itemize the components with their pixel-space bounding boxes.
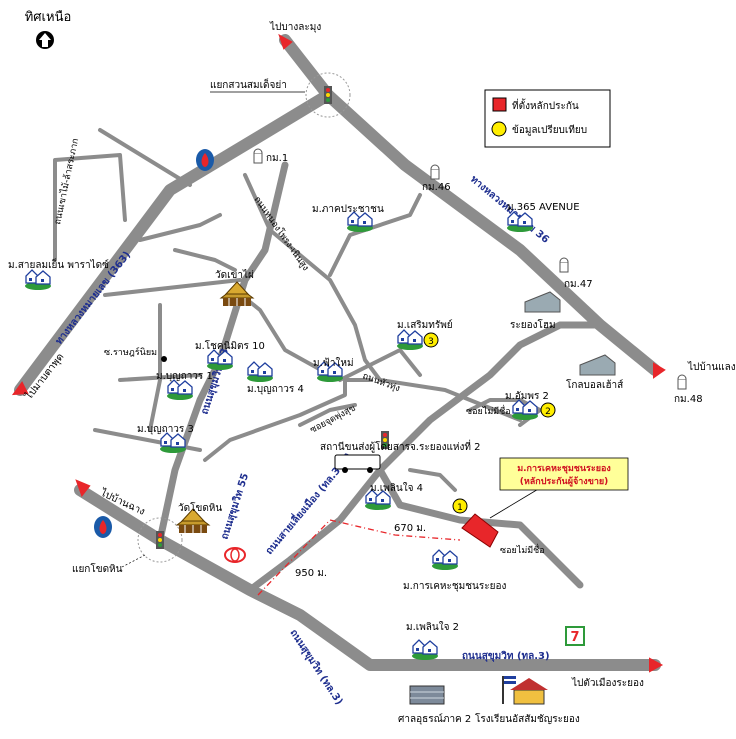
legend-comparable: ข้อมูลเปรียบเทียบ <box>512 124 587 136</box>
road-sukhumvit55: ถนนสุขุมวิท 55 <box>218 472 251 541</box>
km47-label: กม.47 <box>564 279 593 290</box>
highway-363 <box>14 89 334 396</box>
svg-text:7: 7 <box>570 630 579 645</box>
warehouse-icon <box>524 291 561 313</box>
property-swatch-icon <box>492 97 507 112</box>
junction-circle-north <box>305 72 351 118</box>
legend-property: ที่ตั้งหลักประกัน <box>512 98 579 112</box>
arrow-rayong-city <box>649 657 664 673</box>
road-sukhumvit-b: ถนนสุขุมวิท (ทล.3) <box>462 650 550 662</box>
dest-rayong-city: ไปตัวเมืองระยอง <box>571 677 644 689</box>
house-icon <box>346 211 374 233</box>
place-phloen-jai4: ม.เพลินใจ 4 <box>370 482 423 494</box>
km46-label: กม.46 <box>422 182 451 193</box>
traffic-light-icon <box>156 531 164 549</box>
house-icon <box>159 432 187 454</box>
callout-line2: (หลักประกันผู้จ้างขาย) <box>520 476 609 487</box>
distance-line-670 <box>329 519 461 541</box>
house-icon <box>24 269 52 291</box>
bus-icon <box>334 454 381 473</box>
km48-label: กม.48 <box>674 394 703 405</box>
arrow-ban-laeng <box>653 362 666 379</box>
km47-post-icon <box>559 257 569 273</box>
house-icon <box>396 329 424 351</box>
temple-icon <box>220 281 254 307</box>
svg-text:1: 1 <box>457 503 463 513</box>
place-court: ศาลอุธรณ์ภาค 2 <box>398 713 471 725</box>
km46-post-icon <box>430 164 440 180</box>
ptt-station-icon <box>94 516 112 538</box>
place-school: โรงเรียนอัสสัมชัญระยอง <box>475 712 580 725</box>
marker-2: 2 <box>540 402 556 418</box>
road-huathung: ถนนหัวทุ่ง <box>361 371 401 394</box>
dest-ban-laeng: ไปบ้านแลง <box>687 361 736 373</box>
traffic-light-icon <box>324 86 332 104</box>
main-roads <box>14 34 661 671</box>
distance-line-950 <box>257 519 331 596</box>
minor-roads <box>53 128 542 492</box>
km1-label: กม.1 <box>266 153 288 164</box>
subject-property-parcel <box>461 513 499 548</box>
dest-bangkok-north: ไปบางละมุง <box>269 21 321 33</box>
legend: ที่ตั้งหลักประกัน ข้อมูลเปรียบเทียบ <box>484 89 611 148</box>
place-bunthawon3: ม.บุญถาวร 3 <box>137 424 194 435</box>
arrow-makham <box>11 381 29 396</box>
compass: ทิศเหนือ <box>25 9 72 49</box>
place-rayong-home: ระยองโฮม <box>510 318 556 331</box>
place-chokmit10: ม.โชคนิมิตร 10 <box>195 339 265 352</box>
house-icon <box>411 639 439 661</box>
arrow-ban-chang <box>75 479 91 498</box>
place-bunthawon4: ม.บุญถาวร 4 <box>247 384 304 395</box>
place-global-house: โกลบอลเฮ้าส์ <box>566 378 623 391</box>
compass-label: ทิศเหนือ <box>25 9 72 25</box>
road-soi-unnamed-2: ซอยไม่มีชื่อ <box>500 543 545 556</box>
place-bunthawon1: ม.บุญถาวร 1 <box>156 371 213 382</box>
km1-post-icon <box>253 148 263 164</box>
place-soemsap: ม.เสริมทรัพย์ <box>397 319 453 331</box>
marker-1: 1 <box>452 498 468 514</box>
place-sai-lom-yen: ม.สายลมเย็น พาราไดซ์ <box>8 257 109 271</box>
svg-text:3: 3 <box>428 337 434 347</box>
callout-line1: ม.การเคหะชุมชนระยอง <box>517 464 611 474</box>
junction-khot-hin: แยกโขดหิน <box>72 562 123 575</box>
place-amporn2: ม.อัมพร 2 <box>505 391 549 402</box>
highway-36 <box>279 34 661 376</box>
km48-post-icon <box>677 374 687 390</box>
sukhumvit-road <box>74 484 661 671</box>
ptt-station-icon <box>196 149 214 171</box>
place-wat-khot-hin: วัดโขดหิน <box>178 501 222 514</box>
school-icon <box>502 676 548 705</box>
house-icon <box>246 361 274 383</box>
svg-text:2: 2 <box>545 407 551 417</box>
place-avenue365: ม.365 AVENUE <box>507 202 580 213</box>
distance-670: 670 ม. <box>394 523 426 534</box>
building-icon <box>409 685 445 705</box>
house-icon <box>166 379 194 401</box>
arrow-bangkok-north <box>278 33 293 50</box>
place-pak-prachachon: ม.ภาคประชาชน <box>312 204 384 215</box>
road-soi-ratchaburi: ซ.ราษฎร์นิยม <box>104 346 157 358</box>
place-fa-mai: ม.ฟ้าใหม่ <box>313 357 354 369</box>
north-arrow-icon <box>39 33 51 47</box>
toyota-icon <box>224 547 246 563</box>
place-wat-khao-phai: วัดเขาไผ่ <box>215 269 254 281</box>
comparable-swatch-icon <box>491 121 507 137</box>
place-phloen-jai2: ม.เพลินใจ 2 <box>406 621 459 633</box>
junction-circle-khothin <box>137 517 183 563</box>
subject-callout: ม.การเคหะชุมชนระยอง (หลักประกันผู้จ้างขา… <box>499 457 629 491</box>
place-bus-station: สถานีขนส่งผู้โดยสารจ.ระยองแห่งที่ 2 <box>320 439 481 453</box>
seven-eleven-icon: 7 <box>565 626 585 646</box>
road-soi-unnamed-1: ซอยไม่มีชื่อ <box>466 404 511 417</box>
junction-suan-somdet: แยกสวนสมเด็จย่า <box>210 77 287 91</box>
distance-950: 950 ม. <box>295 568 327 579</box>
marker-3: 3 <box>423 332 439 348</box>
house-icon <box>431 549 459 571</box>
place-karakhet: ม.การเคหะชุมชนระยอง <box>403 581 506 592</box>
warehouse-icon <box>579 354 616 376</box>
